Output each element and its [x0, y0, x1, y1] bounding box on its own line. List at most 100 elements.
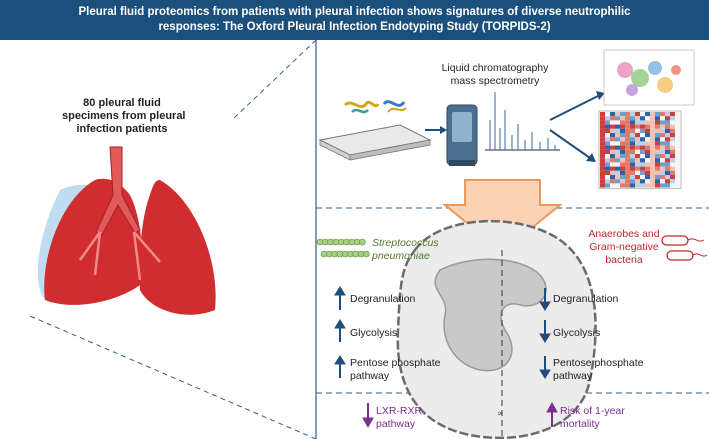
heatmap-cell [605, 183, 610, 188]
heatmap-cell [625, 128, 630, 133]
heatmap-cell [655, 137, 660, 142]
up-pentose-label: Pentose phosphate pathway [350, 357, 441, 382]
streptococcus-icon [316, 238, 370, 258]
heatmap-cell [630, 116, 635, 121]
heatmap-cell [645, 149, 650, 154]
heatmap-cell [600, 137, 605, 142]
heatmap-cell [600, 112, 605, 117]
heatmap-cell [675, 112, 680, 117]
heatmap-cell [670, 170, 675, 175]
heatmap-cell [670, 154, 675, 159]
heatmap-cell [630, 145, 635, 150]
heatmap-cell [605, 128, 610, 133]
heatmap-cell [635, 154, 640, 159]
heatmap-cell [620, 170, 625, 175]
arrow-up-degranulation [334, 286, 346, 310]
heatmap-cell [665, 137, 670, 142]
trachea [95, 146, 141, 236]
arrow-down-degranulation [539, 288, 551, 311]
lungs-illustration [37, 146, 216, 315]
heatmap-cell [650, 124, 655, 129]
heatmap-cell [610, 128, 615, 133]
heatmap-cell [630, 154, 635, 159]
heatmap-cell [630, 120, 635, 125]
heatmap-cell [655, 149, 660, 154]
heatmap-cell [675, 145, 680, 150]
heatmap-cell [600, 158, 605, 163]
heatmap-cell [600, 183, 605, 188]
heatmap-cell [635, 145, 640, 150]
heatmap-cell [675, 162, 680, 167]
heatmap-cell [640, 158, 645, 163]
mortality-label: Risk of 1-year mortality [560, 405, 625, 430]
heatmap-cell [635, 120, 640, 125]
title-banner: Pleural fluid proteomics from patients w… [0, 0, 709, 40]
heatmap-cell [605, 133, 610, 138]
heatmap-cell [620, 124, 625, 129]
heatmap-cell [610, 162, 615, 167]
heatmap-cell [630, 137, 635, 142]
heatmap-cell [600, 133, 605, 138]
heatmap-cell [675, 154, 680, 159]
heatmap-cell [665, 166, 670, 171]
arrow-down-glycolysis [539, 320, 551, 343]
heatmap-cell [645, 183, 650, 188]
heatmap-cell [665, 133, 670, 138]
heatmap-cell [660, 162, 665, 167]
down-glycolysis-label: Glycolysis [553, 327, 601, 339]
heatmap-cell [660, 183, 665, 188]
heatmap-cell [650, 158, 655, 163]
right-lung [139, 180, 216, 315]
heatmap-cell [670, 124, 675, 129]
heatmap-cell [650, 120, 655, 125]
bronchi [78, 231, 161, 281]
heatmap-cell [605, 124, 610, 129]
well-plate-icon [318, 124, 432, 161]
heatmap-cell [660, 170, 665, 175]
heatmap-cell [600, 175, 605, 180]
arrow-up-mortality [546, 401, 558, 427]
heatmap-cell [640, 124, 645, 129]
heatmap-cell [655, 179, 660, 184]
heatmap-cell [620, 175, 625, 180]
heatmap-cell [600, 145, 605, 150]
heatmap-cell [625, 145, 630, 150]
heatmap-cell [625, 149, 630, 154]
heatmap-cell [665, 145, 670, 150]
heatmap-cell [630, 179, 635, 184]
heatmap-cell [640, 145, 645, 150]
heatmap-cell [640, 154, 645, 159]
heatmap-cell [630, 183, 635, 188]
heatmap-cell [605, 112, 610, 117]
heatmap-cell [670, 183, 675, 188]
heatmap-cell [610, 124, 615, 129]
heatmap-cell [635, 170, 640, 175]
heatmap-cell [650, 112, 655, 117]
heatmap-cell [640, 128, 645, 133]
heatmap-cell [650, 175, 655, 180]
heatmap-cell [670, 141, 675, 146]
heatmap-cell [605, 149, 610, 154]
heatmap-cell [655, 112, 660, 117]
heatmap-cell [610, 112, 615, 117]
heatmap-cell [615, 179, 620, 184]
arrow-up-pentose [334, 355, 346, 378]
heatmap-cell [615, 137, 620, 142]
heatmap-cell [675, 158, 680, 163]
heatmap-cell [640, 175, 645, 180]
heatmap-cell [645, 128, 650, 133]
heatmap-cell [640, 162, 645, 167]
heatmap-cell [615, 183, 620, 188]
heatmap-cell [600, 166, 605, 171]
heatmap-cell [660, 154, 665, 159]
heatmap-cell [620, 166, 625, 171]
heatmap-cell [610, 133, 615, 138]
down-degranulation-label: Degranulation [553, 293, 619, 305]
heatmap-cell [645, 145, 650, 150]
heatmap-cell [635, 166, 640, 171]
heatmap-cell [650, 162, 655, 167]
heatmap-cell [650, 179, 655, 184]
heatmap-cell [675, 170, 680, 175]
heatmap-cell [650, 141, 655, 146]
